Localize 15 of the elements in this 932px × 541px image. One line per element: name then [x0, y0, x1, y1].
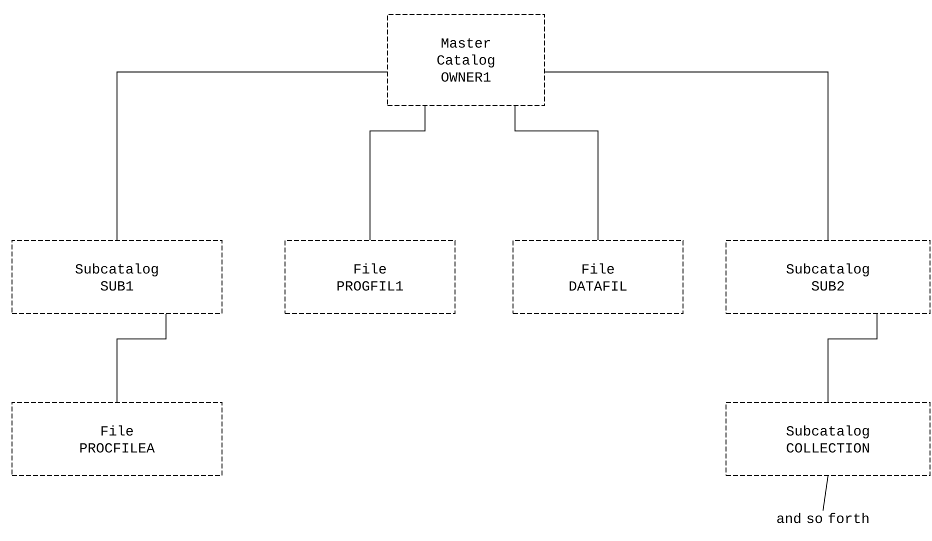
note-text: and so forth	[777, 512, 868, 524]
connector-line	[116, 72, 388, 240]
connector-line	[822, 476, 828, 512]
catalog-box: File PROGFIL1	[284, 240, 456, 314]
catalog-box: Master Catalog OWNER1	[387, 14, 545, 106]
connector-line	[828, 314, 878, 402]
catalog-box: Subcatalog SUB2	[726, 240, 930, 314]
connector-line	[116, 314, 166, 402]
connector-line	[370, 106, 426, 240]
catalog-box: Subcatalog COLLECTION	[726, 402, 930, 476]
connector-line	[514, 106, 598, 240]
catalog-box: File PROCFILEA	[12, 402, 222, 476]
catalog-box: File DATAFIL	[512, 240, 684, 314]
catalog-box: Subcatalog SUB1	[12, 240, 222, 314]
connector-line	[544, 72, 828, 240]
